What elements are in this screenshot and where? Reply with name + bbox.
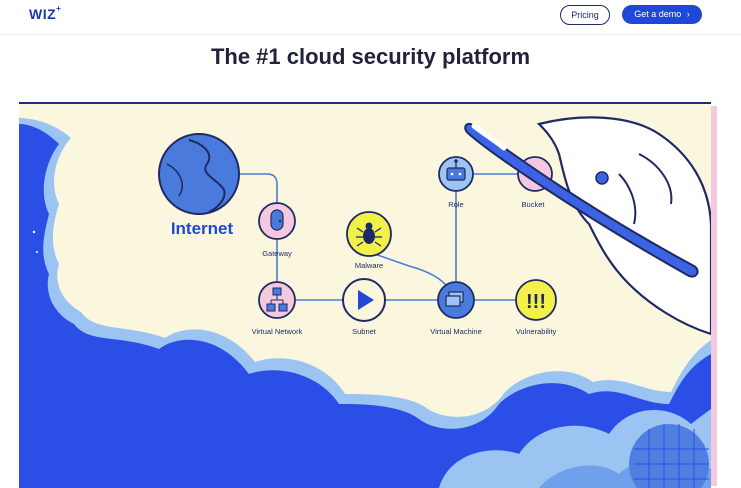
role-label: Role xyxy=(448,200,463,209)
vulnerability-label: Vulnerability xyxy=(516,327,557,336)
chevron-right-icon: › xyxy=(686,9,690,19)
play-button[interactable] xyxy=(342,278,386,322)
globe-icon xyxy=(158,133,240,215)
role-node xyxy=(438,156,474,192)
gateway-node xyxy=(258,202,296,240)
bucket-label: Bucket xyxy=(522,200,546,209)
hero-video[interactable]: !!! Internet Gateway Malware Role Bucket… xyxy=(19,102,711,488)
gateway-label: Gateway xyxy=(262,249,292,258)
virtual-network-node xyxy=(258,281,296,319)
internet-label: Internet xyxy=(171,219,234,238)
page-title: The #1 cloud security platform xyxy=(210,44,531,69)
virtual-machine-label: Virtual Machine xyxy=(430,327,482,336)
subnet-label: Subnet xyxy=(352,327,377,336)
video-side-accent xyxy=(711,106,717,486)
vulnerability-mark: !!! xyxy=(526,291,546,313)
diagram-illustration: !!! Internet Gateway Malware Role Bucket… xyxy=(19,104,711,488)
vulnerability-node: !!! xyxy=(515,279,557,321)
wiz-logo[interactable]: WIZ+ xyxy=(29,4,62,22)
get-a-demo-label: Get a demo xyxy=(634,9,682,19)
malware-label: Malware xyxy=(355,261,383,270)
malware-node xyxy=(346,211,392,257)
virtual-machine-node xyxy=(437,281,475,319)
get-a-demo-button[interactable]: Get a demo › xyxy=(622,5,702,24)
hand-illustration xyxy=(464,116,711,336)
pricing-button[interactable]: Pricing xyxy=(560,5,610,25)
top-nav-bar: WIZ+ Pricing Get a demo › xyxy=(0,0,741,35)
virtual-network-label: Virtual Network xyxy=(252,327,303,336)
logo-text: WIZ xyxy=(29,6,57,22)
logo-plus-mark: + xyxy=(56,4,62,14)
